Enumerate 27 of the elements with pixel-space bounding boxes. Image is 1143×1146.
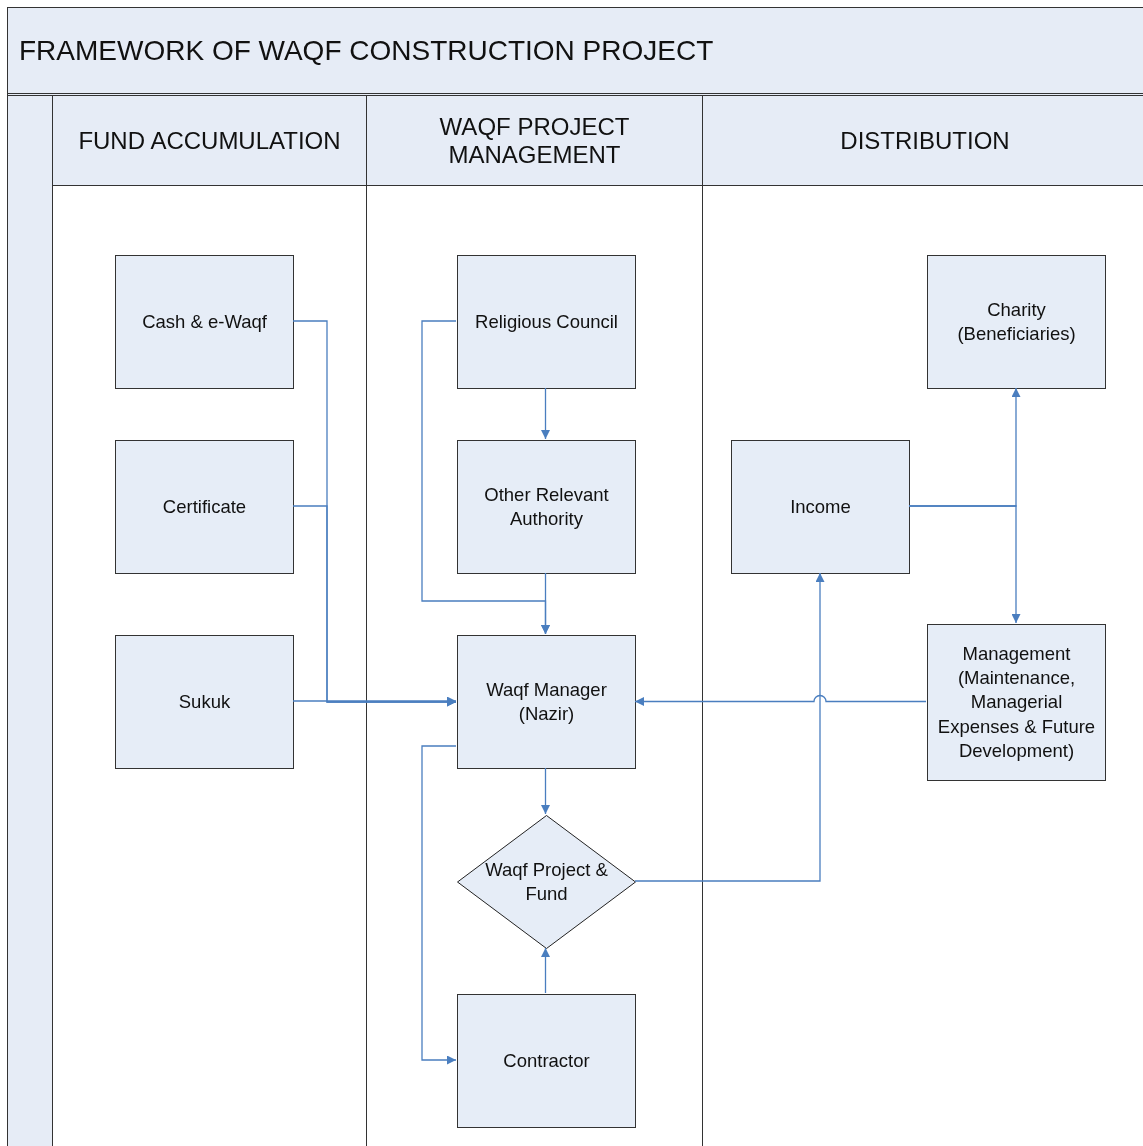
pool-header: FRAMEWORK OF WAQF CONSTRUCTION PROJECT [8,8,1143,96]
connector-arrow [292,505,457,707]
process-box: Certificate [115,440,294,574]
process-box: Waqf Manager (Nazir) [457,635,636,769]
connector-arrow [421,745,457,1065]
connector-arrow [541,767,550,815]
pool-frame [7,7,1143,1146]
lane-header: DISTRIBUTION [703,96,1143,186]
connector-arrow [908,505,1021,624]
process-box: Contractor [457,994,636,1128]
process-box: Income [731,440,910,574]
swimlane [367,96,703,1146]
diamond-label: Waqf Project & Fund [484,857,609,906]
process-box: Religious Council [457,255,636,389]
connector-arrow [421,320,550,635]
process-box: Cash & e-Waqf [115,255,294,389]
lane-header: FUND ACCUMULATION [53,96,366,186]
connector-arrow [634,572,825,882]
lane-header: WAQF PROJECT MANAGEMENT [367,96,702,186]
connector-arrow [634,694,927,706]
swimlane [53,96,367,1146]
process-box: Charity (Beneficiaries) [927,255,1106,389]
process-box: Other Relevant Authority [457,440,636,574]
connector-arrow [541,947,550,994]
connector-arrow [541,387,550,440]
process-box: Sukuk [115,635,294,769]
process-box: Management (Maintenance, Managerial Expenses & Future Development) [927,624,1106,781]
